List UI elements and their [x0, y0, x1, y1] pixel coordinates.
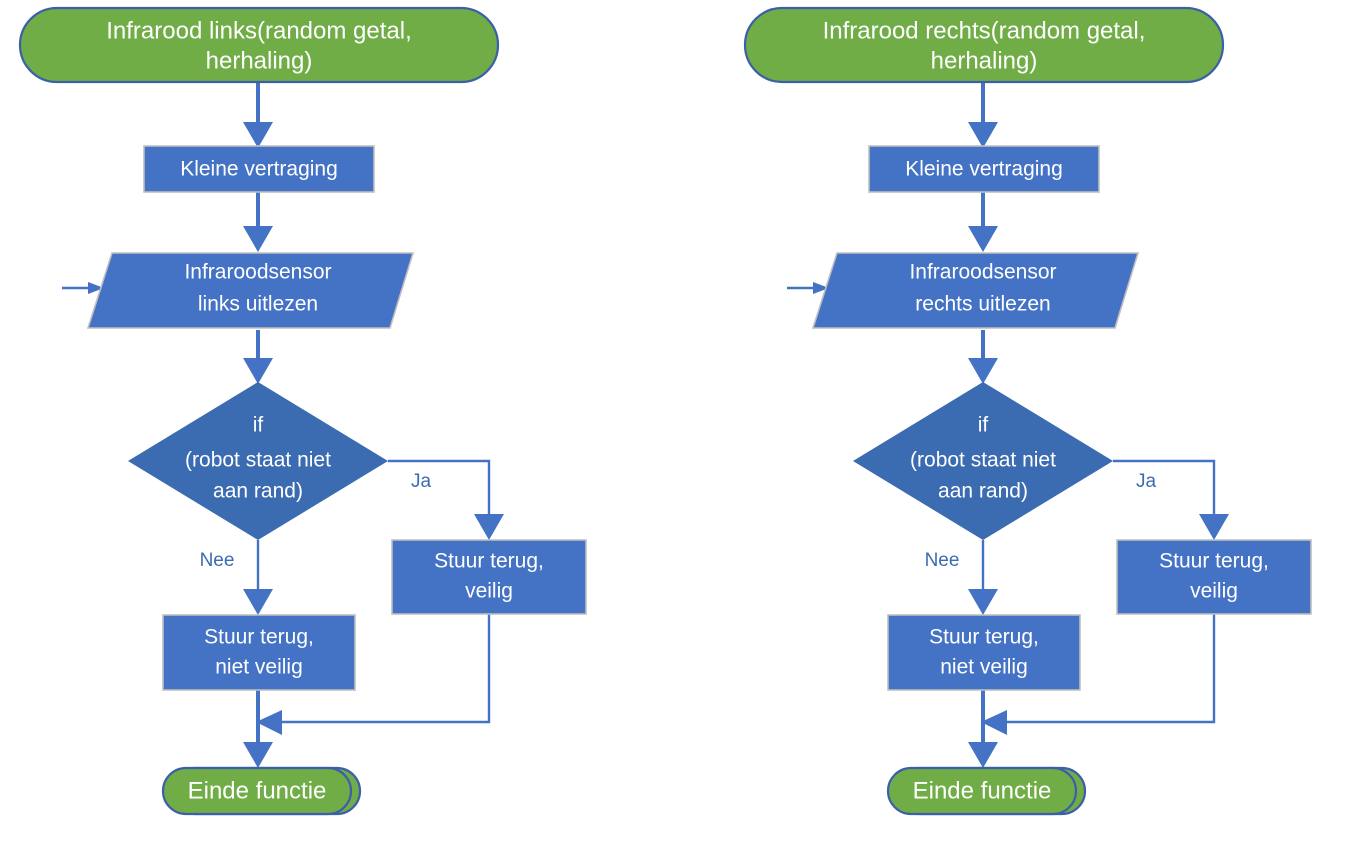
left-sensor-line1: Infraroodsensor — [184, 261, 331, 284]
left-node-return-unsafe[interactable]: Stuur terug, niet veilig — [162, 614, 356, 691]
left-node-return-safe[interactable]: Stuur terug, veilig — [391, 539, 587, 615]
right-node-start[interactable]: Infrarood rechts(random getal, herhaling… — [743, 6, 1225, 84]
right-edge-label-no: Nee — [925, 550, 960, 571]
right-connector-unsafe-to-end — [968, 690, 998, 768]
left-node-end[interactable]: Einde functie — [161, 766, 353, 816]
right-node-sensor[interactable]: Infraroodsensor rechts uitlezen — [811, 252, 1140, 329]
right-connector-no-branch — [968, 540, 998, 615]
left-edge-label-no: Nee — [200, 550, 235, 571]
right-connector-delay-to-sensor — [968, 192, 998, 252]
left-connector-no-branch — [243, 540, 273, 615]
left-connector-safe-to-merge — [256, 614, 491, 735]
right-connector-yes-branch — [1113, 459, 1229, 540]
left-decision-line2: (robot staat niet — [185, 449, 331, 472]
left-node-delay[interactable]: Kleine vertraging — [143, 145, 375, 193]
left-decision-line1: if — [253, 414, 264, 437]
left-sensor-line2: links uitlezen — [198, 293, 318, 316]
right-delay-label: Kleine vertraging — [905, 158, 1063, 181]
left-sensor-incoming-arrow — [62, 282, 104, 294]
right-end-label: Einde functie — [913, 777, 1052, 804]
right-decision-line3: aan rand) — [938, 480, 1028, 503]
right-decision-line2: (robot staat niet — [910, 449, 1056, 472]
right-flowchart-group: Infrarood rechts(random getal, herhaling… — [743, 6, 1312, 816]
right-return-unsafe-line1: Stuur terug, — [929, 626, 1039, 649]
right-edge-label-yes: Ja — [1136, 471, 1157, 492]
left-connector-yes-branch — [388, 459, 504, 540]
left-edge-label-yes: Ja — [411, 471, 432, 492]
right-start-line2: herhaling) — [931, 47, 1038, 74]
left-return-unsafe-line1: Stuur terug, — [204, 626, 314, 649]
left-node-start[interactable]: Infrarood links(random getal, herhaling) — [18, 6, 500, 84]
left-decision-line3: aan rand) — [213, 480, 303, 503]
right-node-delay[interactable]: Kleine vertraging — [868, 145, 1100, 193]
right-node-return-unsafe[interactable]: Stuur terug, niet veilig — [887, 614, 1081, 691]
right-return-safe-line2: veilig — [1190, 580, 1238, 603]
right-connector-sensor-to-decision — [968, 330, 998, 384]
right-connector-safe-to-merge — [981, 614, 1216, 735]
left-return-unsafe-line2: niet veilig — [215, 656, 303, 679]
left-node-sensor[interactable]: Infraroodsensor links uitlezen — [86, 252, 415, 329]
left-connector-start-to-delay — [243, 82, 273, 148]
right-connector-start-to-delay — [968, 82, 998, 148]
left-return-safe-line2: veilig — [465, 580, 513, 603]
right-sensor-line1: Infraroodsensor — [909, 261, 1056, 284]
left-delay-label: Kleine vertraging — [180, 158, 338, 181]
right-sensor-incoming-arrow — [787, 282, 829, 294]
left-connector-delay-to-sensor — [243, 192, 273, 252]
right-node-end[interactable]: Einde functie — [886, 766, 1078, 816]
right-node-return-safe[interactable]: Stuur terug, veilig — [1116, 539, 1312, 615]
left-connector-unsafe-to-end — [243, 690, 273, 768]
right-start-line1: Infrarood rechts(random getal, — [823, 17, 1146, 44]
right-return-safe-line1: Stuur terug, — [1159, 550, 1269, 573]
left-connector-sensor-to-decision — [243, 330, 273, 384]
left-node-decision[interactable]: if (robot staat niet aan rand) — [128, 382, 388, 540]
left-end-label: Einde functie — [188, 777, 327, 804]
right-decision-line1: if — [978, 414, 989, 437]
right-node-decision[interactable]: if (robot staat niet aan rand) — [853, 382, 1113, 540]
left-start-line2: herhaling) — [206, 47, 313, 74]
left-start-line1: Infrarood links(random getal, — [106, 17, 411, 44]
right-sensor-line2: rechts uitlezen — [915, 293, 1050, 316]
left-return-safe-line1: Stuur terug, — [434, 550, 544, 573]
right-return-unsafe-line2: niet veilig — [940, 656, 1028, 679]
left-flowchart-group: Infrarood links(random getal, herhaling)… — [18, 6, 587, 816]
